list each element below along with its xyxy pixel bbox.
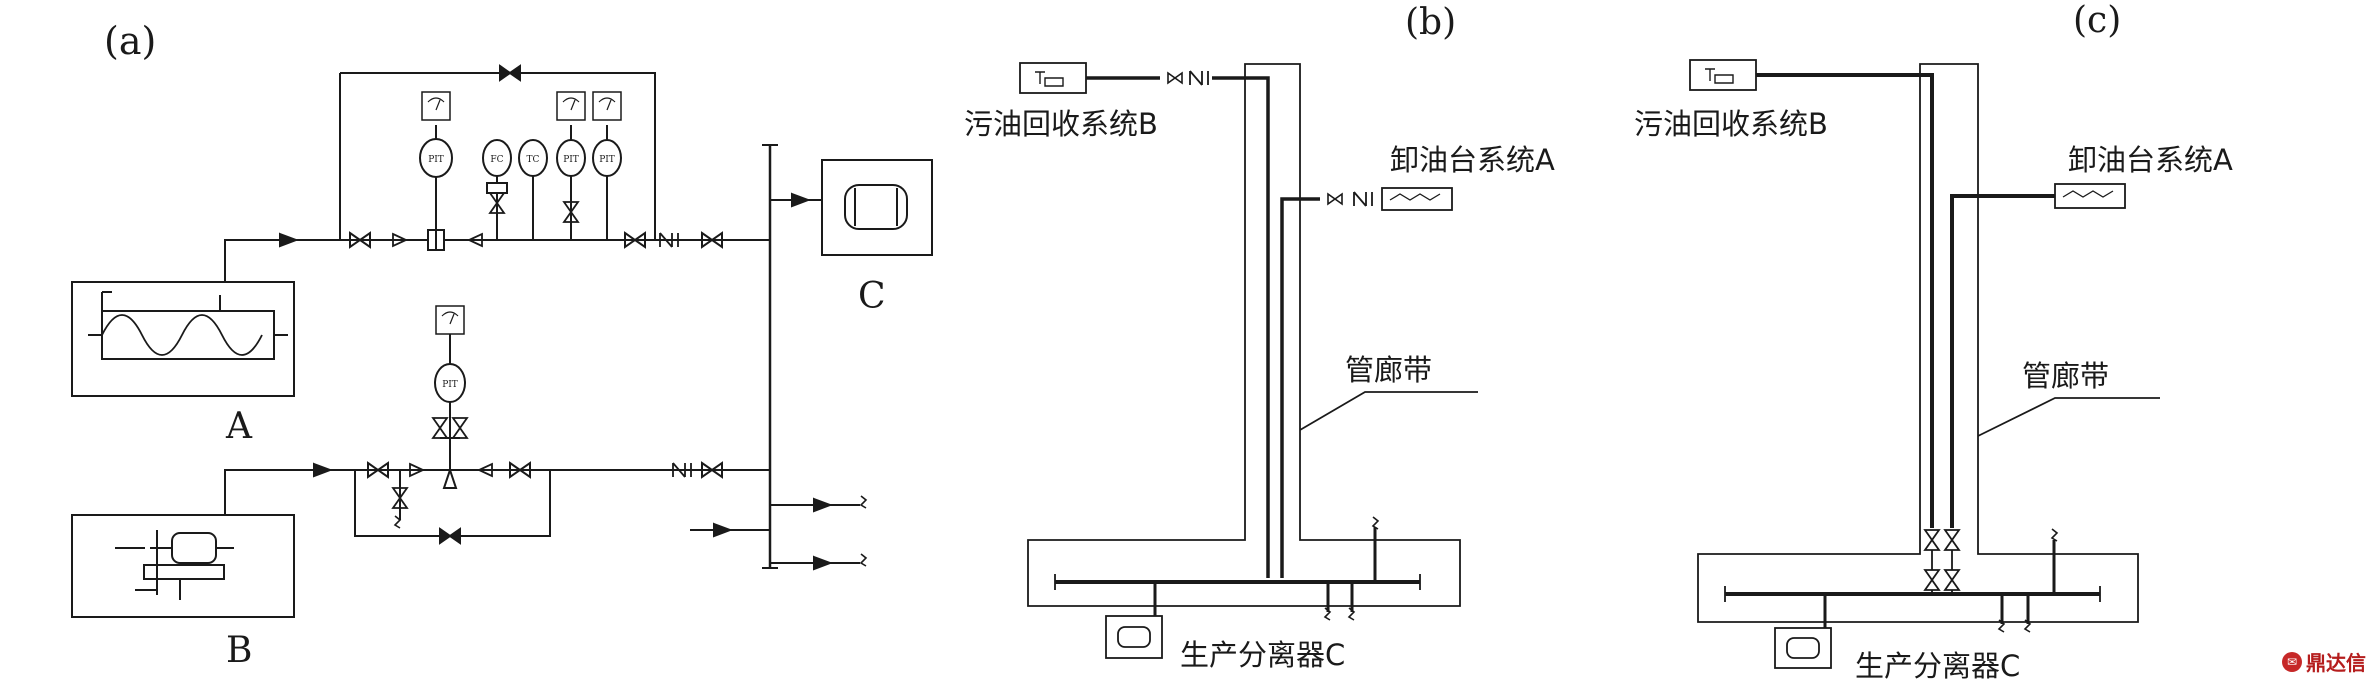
- sewage-system-label-b: 污油回收系统B: [964, 107, 1158, 141]
- panel-c: [1689, 59, 2160, 669]
- panel-b-tag: (b): [1405, 2, 1456, 43]
- corridor-outline-c: [1697, 63, 2139, 623]
- bypass-top-line: [340, 72, 656, 240]
- instrument-label: TC: [527, 155, 540, 165]
- watermark-text: 鼎达信: [2306, 651, 2366, 675]
- lower-header: [224, 469, 551, 537]
- corridor-label-c: 管廊带: [2022, 359, 2109, 393]
- panel-a: [71, 65, 933, 618]
- separator-unit-c: [1774, 627, 1832, 669]
- corridor-label-b: 管廊带: [1345, 353, 1432, 387]
- instrument-label: PIT: [563, 155, 579, 165]
- unload-system-label-b: 卸油台系统A: [1390, 143, 1555, 177]
- watermark: ✉ 鼎达信: [2282, 647, 2366, 676]
- upper-header: [224, 239, 770, 282]
- equipment-b-label: B: [226, 630, 252, 671]
- unload-system-label-c: 卸油台系统A: [2068, 143, 2233, 177]
- instrument-label: PIT: [442, 380, 458, 390]
- separator-unit-b: [1105, 615, 1163, 659]
- sewage-system-label-c: 污油回收系统B: [1634, 107, 1828, 141]
- corridor-outline-b: [1027, 63, 1461, 607]
- logo-icon: ✉: [2282, 651, 2302, 672]
- separator-label-b: 生产分离器C: [1180, 638, 1345, 672]
- equipment-a-label: A: [225, 406, 253, 447]
- unload-unit-b: [1381, 187, 1453, 211]
- instrument-label: PIT: [599, 155, 615, 165]
- separator-label-c: 生产分离器C: [1855, 649, 2020, 683]
- equipment-b-box: [71, 514, 295, 618]
- equipment-c-box: [821, 159, 933, 256]
- bypass-valve-top: [499, 65, 521, 81]
- equipment-a-box: [71, 281, 295, 397]
- panel-a-tag: (a): [104, 19, 156, 63]
- instrument-label: PIT: [428, 155, 444, 165]
- panel-b: [1019, 62, 1478, 659]
- instrument-label: FC: [490, 155, 503, 165]
- panel-c-tag: (c): [2073, 0, 2121, 41]
- equipment-c-label: C: [858, 276, 886, 317]
